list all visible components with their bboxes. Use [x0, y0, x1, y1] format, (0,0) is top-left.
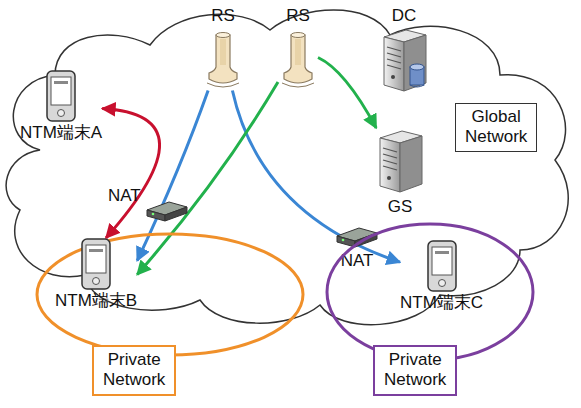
node-label: Private Network: [373, 345, 457, 396]
server-icon: [372, 128, 428, 196]
private-network: Private NetworkNTM端末B: [35, 232, 305, 357]
relay-server-icon: [278, 27, 318, 91]
node-label: RS: [211, 6, 235, 26]
node-label: NTM端末A: [20, 123, 102, 143]
relay-server: RS: [278, 6, 318, 91]
connection-arrow: [137, 82, 278, 275]
terminal: NTM端末A: [20, 70, 102, 143]
server-icon: [376, 27, 432, 95]
node-label: Private Network: [92, 345, 176, 396]
data-center: DC: [376, 6, 432, 95]
phone-icon: [46, 70, 76, 122]
nat-router: NAT: [108, 186, 189, 224]
terminal: NTM端末C: [400, 240, 483, 313]
node-label: NTM端末B: [55, 291, 137, 311]
connection-arrow: [102, 109, 159, 238]
connection-arrow: [318, 58, 376, 129]
phone-icon: [81, 238, 111, 290]
relay-server-icon: [203, 27, 243, 91]
node-label: NAT: [108, 186, 141, 206]
nat-icon: [145, 198, 189, 224]
terminal: NTM端末B: [55, 238, 137, 311]
gateway-server: GS: [372, 128, 428, 217]
nat-router: NAT: [335, 224, 379, 271]
node-label: GS: [388, 197, 413, 217]
relay-server: RS: [203, 6, 243, 91]
private-network: Private NetworkNTM端末C: [325, 222, 535, 362]
node-label: NTM端末C: [400, 293, 483, 313]
node-label: DC: [392, 6, 417, 26]
node-label: RS: [286, 6, 310, 26]
phone-icon: [427, 240, 457, 292]
node-label: Global Network: [455, 103, 537, 152]
